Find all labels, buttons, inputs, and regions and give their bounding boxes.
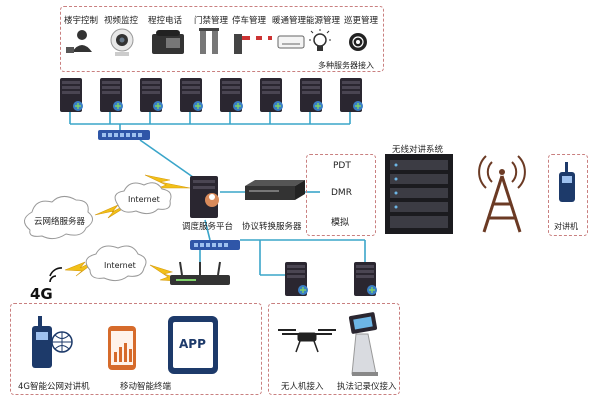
device-label-telephone: 程控电话 [148, 16, 183, 26]
label-4g-walkie: 4G智能公网对讲机 [18, 382, 90, 392]
recorder-kiosk-icon [348, 312, 378, 376]
top-group-caption: 多种服务器接入 [318, 61, 374, 70]
label-recorder-access: 执法记录仪接入 [337, 382, 397, 392]
air-conditioner-icon [277, 35, 305, 49]
tablet-app-icon [168, 316, 218, 374]
dispatch-server [190, 176, 219, 218]
camera-icon [110, 28, 134, 56]
lightbulb-icon [309, 29, 331, 51]
network-switch-1 [98, 130, 150, 140]
dispatch-platform-label: 调度服务平台 [182, 222, 234, 232]
walkie-box [548, 154, 588, 236]
signal-4g-icon [49, 267, 63, 283]
radio-tower-icon [478, 155, 526, 233]
internet-label-1: Internet [128, 195, 160, 204]
app-text: APP [179, 337, 206, 351]
label-4g: 4G [30, 285, 53, 303]
device-label-patrol: 巡更管理 [344, 16, 379, 26]
device-label-gate: 门禁管理 [194, 16, 229, 26]
parking-barrier-icon [234, 34, 272, 54]
top-devices-box [60, 6, 384, 72]
radio-mode-dmr: DMR [331, 188, 352, 198]
walkie-talkie-4g-icon [32, 316, 73, 368]
radio-mode-analog: 模拟 [331, 218, 350, 228]
smartphone-icon [108, 326, 136, 370]
drone-icon [278, 329, 336, 353]
network-switch-2 [190, 240, 240, 250]
telephone-icon [152, 30, 184, 54]
bottom-left-box [10, 303, 262, 395]
radio-modes-box [306, 154, 376, 236]
building-control-icon [66, 30, 92, 53]
router-device [170, 261, 230, 285]
radio-rack-icon [385, 154, 453, 234]
device-label-parking: 停车管理 [232, 16, 267, 26]
wireless-system-label: 无线对讲系统 [392, 145, 444, 155]
internet-label-2: Internet [104, 261, 136, 270]
walkie-talkie-icon [559, 162, 575, 202]
bottom-right-box [268, 303, 400, 395]
label-mobile-terminal: 移动智能终端 [120, 382, 172, 392]
device-label-energy: 能源管理 [306, 16, 341, 26]
label-uav-access: 无人机接入 [281, 382, 324, 392]
cloud-server-label: 云网络服务器 [34, 217, 86, 227]
protocol-server-label: 协议转换服务器 [242, 222, 302, 232]
gate-icon [199, 28, 219, 54]
device-label-hvac: 暖通管理 [272, 16, 307, 26]
device-label-building-control: 楼宇控制 [64, 16, 99, 26]
patrol-icon [349, 33, 367, 51]
protocol-converter-device [245, 180, 305, 200]
device-label-video-monitor: 视频监控 [104, 16, 139, 26]
walkie-label: 对讲机 [554, 222, 578, 231]
radio-mode-pdt: PDT [333, 161, 351, 171]
